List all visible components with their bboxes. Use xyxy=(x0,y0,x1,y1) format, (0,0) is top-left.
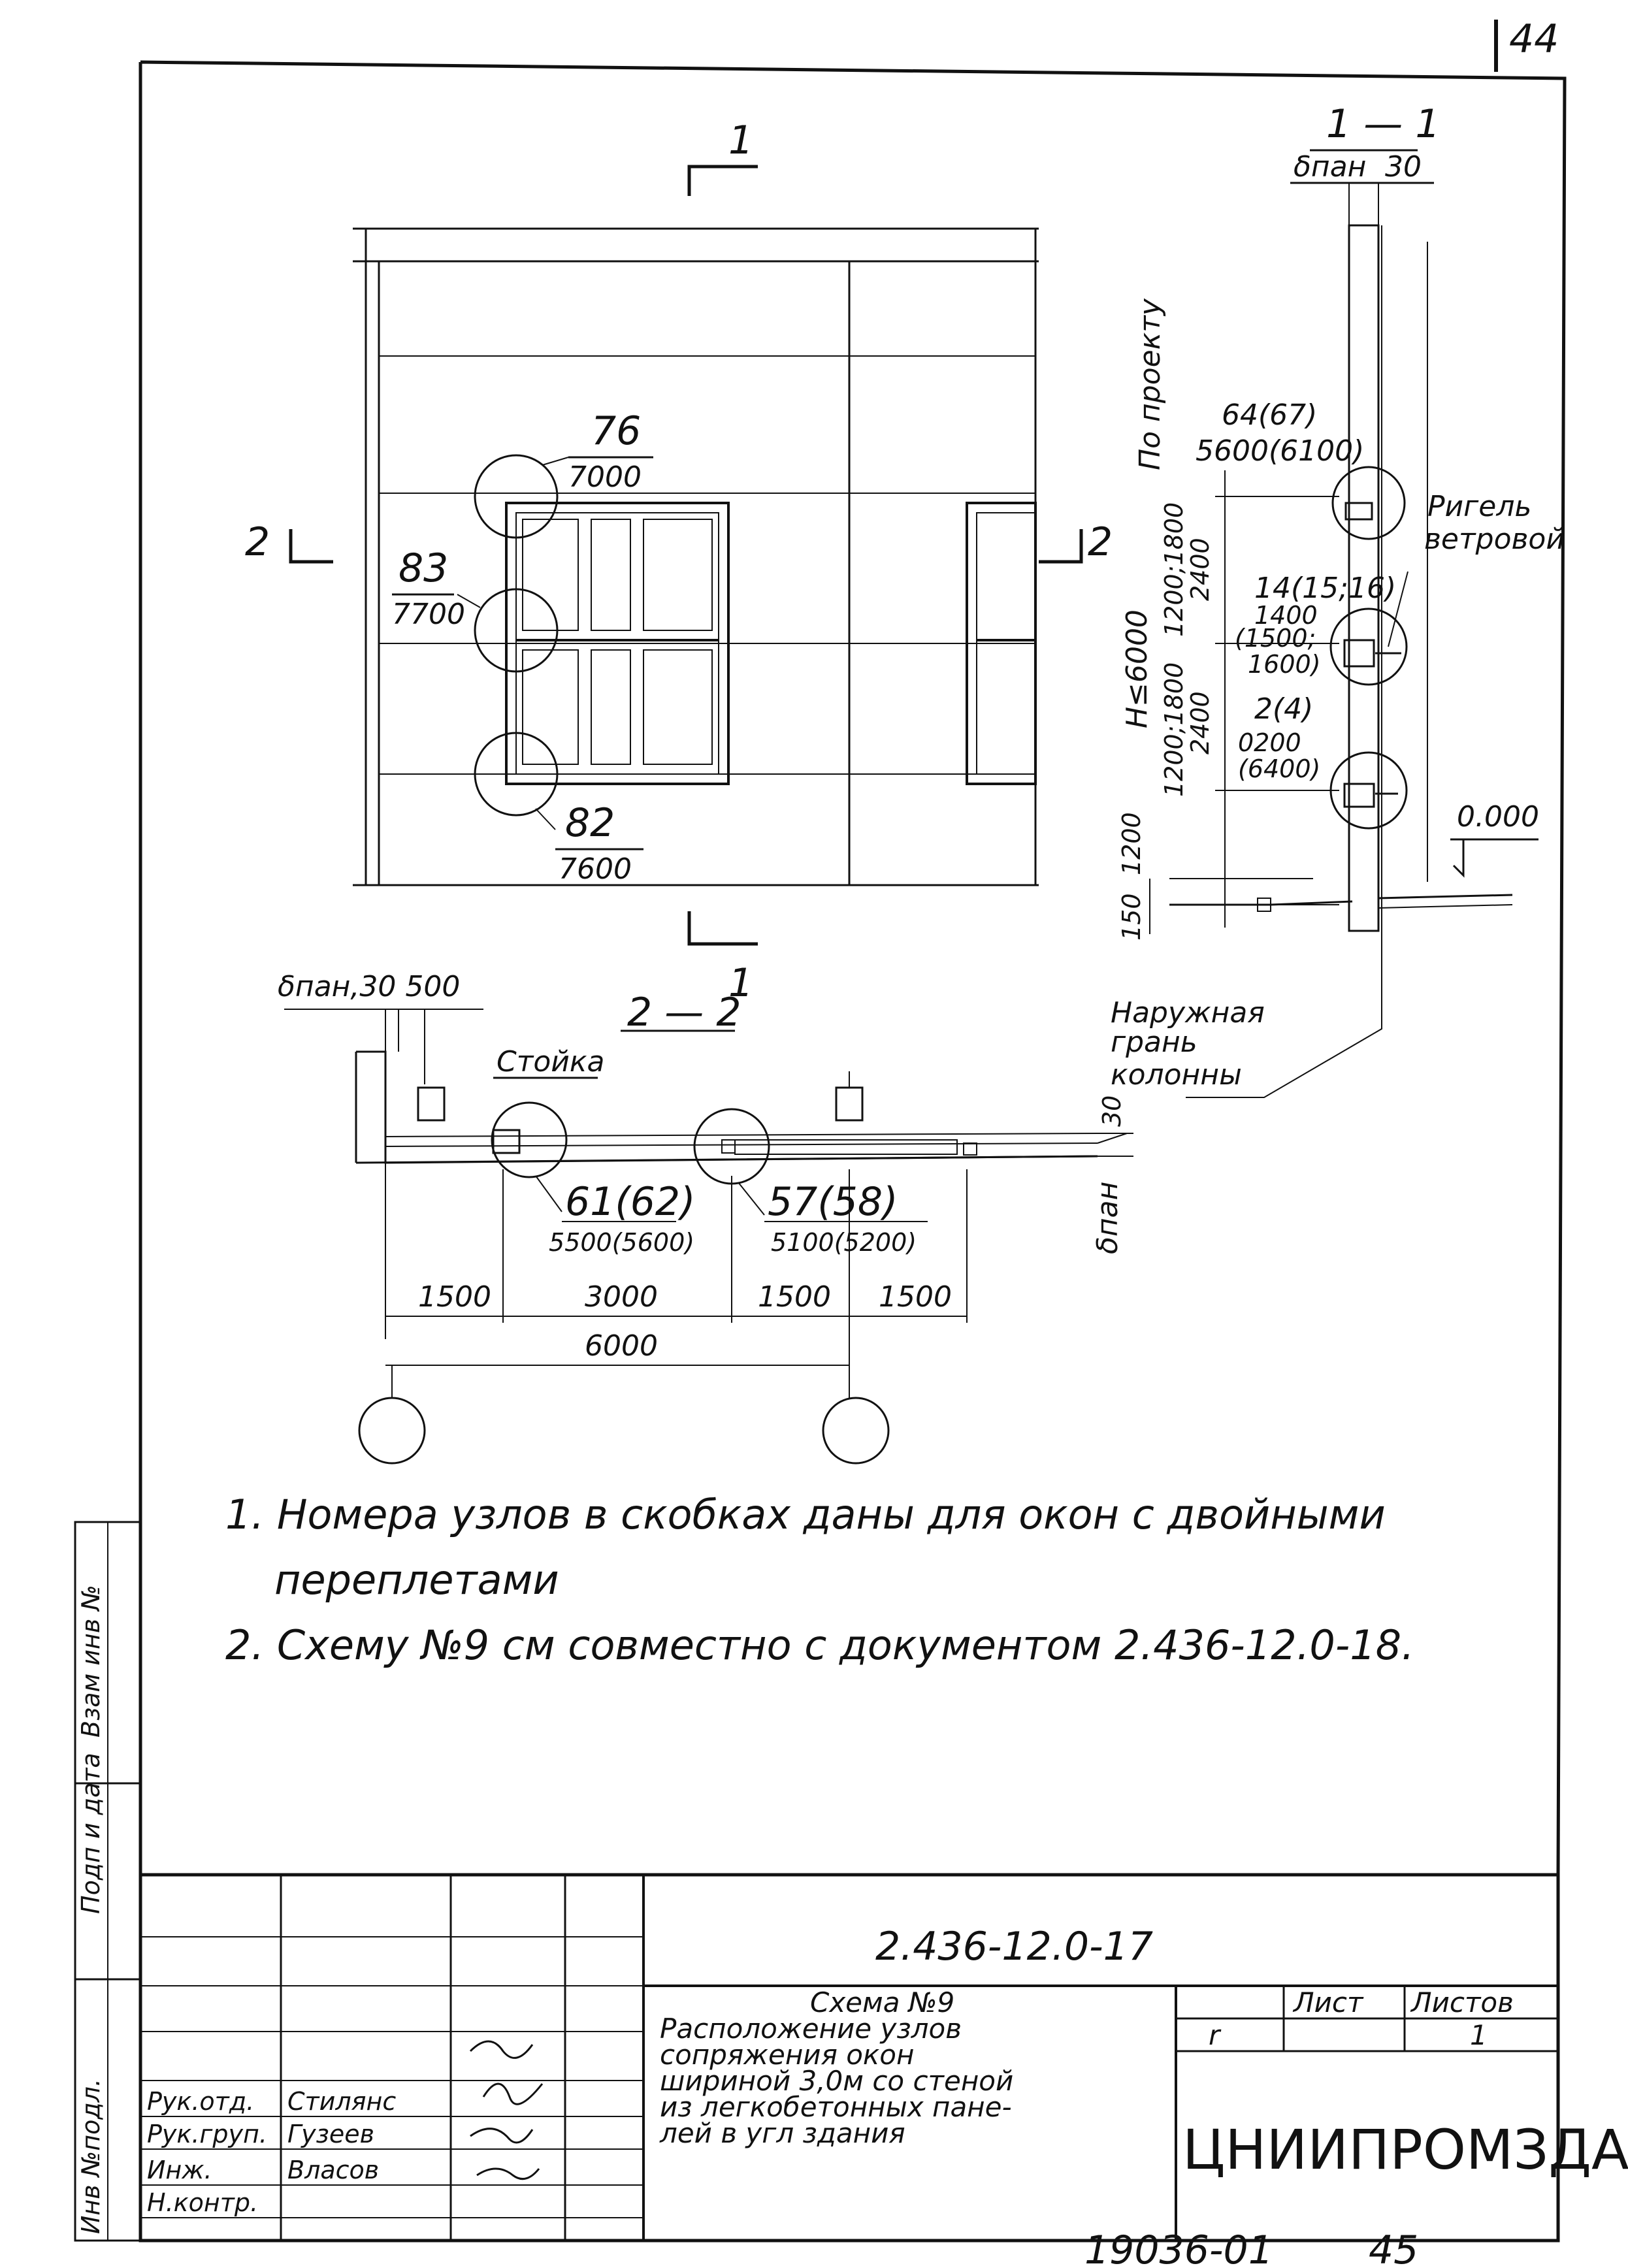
dim-1500-a: 1500 xyxy=(418,1280,491,1314)
height-total-label: H≤6000 xyxy=(1120,609,1154,728)
section-mark-1-bottom: 1 xyxy=(728,960,753,1006)
dim-upper-label: 1200;1800 xyxy=(1160,502,1188,637)
node-14-sheet-c: 1600) xyxy=(1248,650,1321,679)
bottom-number: 45 xyxy=(1369,2228,1418,2268)
side-stamp-podp-data: Подп и дата xyxy=(76,1753,105,1914)
note-2: 2. Схему №9 см совместно с документом 2.… xyxy=(225,1621,1414,1669)
side-stamp-inv-podl: Инв №подл. xyxy=(76,2079,105,2234)
title-block xyxy=(138,1873,1560,2243)
node-2-sheet-b: (6400) xyxy=(1238,754,1320,783)
signature-1 xyxy=(469,2040,534,2059)
title-line-3: сопряжения окон xyxy=(660,2039,914,2071)
node-57-sheet: 5100(5200) xyxy=(771,1228,917,1257)
dim-150-label: 150 xyxy=(1117,893,1146,941)
node-76-sheet: 7000 xyxy=(568,461,642,494)
dim-1500-b: 1500 xyxy=(758,1280,831,1314)
document-code: 2.436-12.0-17 xyxy=(875,1924,1153,1969)
list-label: Лист xyxy=(1292,1986,1364,2018)
dim-lower-b-label: 2400 xyxy=(1186,691,1214,754)
stoika-label: Стойка xyxy=(497,1045,604,1078)
node-64-label: 64(67) xyxy=(1222,398,1317,432)
level-mark: 0.000 xyxy=(1457,800,1539,834)
stage-value: r xyxy=(1209,2019,1222,2051)
role-ruk-grup: Рук.груп. xyxy=(147,2120,267,2148)
section-2-2-drawing xyxy=(284,1009,1133,1465)
facade-elevation xyxy=(289,165,1083,946)
node-2-sheet-a: 0200 xyxy=(1238,728,1301,757)
node-2-label: 2(4) xyxy=(1254,692,1313,726)
role-inzh: Инж. xyxy=(147,2156,212,2184)
node-14-sheet-a: 1400 xyxy=(1254,601,1318,630)
node-82-label: 82 xyxy=(565,800,615,846)
po-proektu-label: По проекту xyxy=(1133,298,1167,470)
node-76-label: 76 xyxy=(591,408,641,454)
note-1-line-1: 1. Номера узлов в скобках даны для окон … xyxy=(225,1491,1386,1538)
section-1-1-drawing xyxy=(1149,149,1538,1098)
node-61-label: 61(62) xyxy=(565,1179,696,1225)
signature-2 xyxy=(482,2082,544,2105)
section-1-1-title: 1 — 1 xyxy=(1326,101,1441,147)
lists-value: 1 xyxy=(1470,2019,1488,2051)
signature-3 xyxy=(470,2128,534,2144)
section-mark-2-left: 2 xyxy=(245,519,270,565)
node-57-label: 57(58) xyxy=(768,1179,898,1225)
rigel-label: Ригель xyxy=(1427,490,1531,523)
node-14-sheet-b: (1500; xyxy=(1235,624,1316,653)
node-64-sheet: 5600(6100) xyxy=(1196,434,1364,468)
node-82-sheet: 7600 xyxy=(559,852,632,886)
role-n-kontr: Н.контр. xyxy=(147,2188,258,2217)
lists-label: Листов xyxy=(1410,1986,1514,2018)
node-83-label: 83 xyxy=(399,545,448,591)
name-ruk-otd: Стилянс xyxy=(287,2087,396,2116)
node-61-sheet: 5500(5600) xyxy=(549,1228,694,1257)
vetrovoi-label: ветровой xyxy=(1424,523,1565,556)
section-2-2-dim-30: 30 xyxy=(1098,1095,1126,1127)
title-line-2: Расположение узлов xyxy=(660,2013,962,2045)
dim-lower-label: 1200;1800 xyxy=(1160,662,1188,797)
section-2-2-title: 2 — 2 xyxy=(627,990,741,1035)
section-2-2-delta-pan: δпан xyxy=(1091,1182,1124,1254)
name-ruk-grup: Гузеев xyxy=(287,2120,374,2148)
dim-6000: 6000 xyxy=(585,1329,658,1363)
dim-3000: 3000 xyxy=(585,1280,658,1314)
dim-upper-b-label: 2400 xyxy=(1186,538,1214,601)
section-mark-2-right: 2 xyxy=(1088,519,1113,565)
node-14-label: 14(15;16) xyxy=(1254,572,1396,605)
title-line-5: из легкобетонных пане- xyxy=(660,2091,1012,2123)
archive-code: 19036-01 xyxy=(1084,2228,1273,2268)
sheet-number: 44 xyxy=(1509,16,1559,62)
name-inzh: Власов xyxy=(287,2156,379,2184)
side-stamp-vzam-inv: Взам инв № xyxy=(76,1585,105,1738)
title-line-6: лей в угл здания xyxy=(659,2117,905,2149)
title-line-4: шириной 3,0м со стеной xyxy=(660,2065,1013,2097)
organization-name: ЦНИИПРОМЗДАНИЙ xyxy=(1182,2118,1628,2182)
node-83-sheet: 7700 xyxy=(392,598,465,631)
section-mark-1-top: 1 xyxy=(728,118,753,163)
dim-1500-c: 1500 xyxy=(879,1280,952,1314)
role-ruk-otd: Рук.отд. xyxy=(147,2087,254,2116)
signature-4 xyxy=(476,2167,540,2180)
section-1-1-dim-30: 30 xyxy=(1385,150,1422,184)
note-1-line-2: переплетами xyxy=(274,1556,559,1604)
title-line-1: Схема №9 xyxy=(810,1986,954,2018)
gran-label: грань xyxy=(1111,1026,1197,1059)
section-1-1-delta-pan: δпан xyxy=(1294,150,1366,184)
section-2-2-header-dims: δпан,30 500 xyxy=(278,970,460,1003)
dim-1200-label: 1200 xyxy=(1117,812,1146,875)
kolonny-label: колонны xyxy=(1111,1058,1242,1092)
naruzhnaya-label: Наружная xyxy=(1111,996,1265,1029)
